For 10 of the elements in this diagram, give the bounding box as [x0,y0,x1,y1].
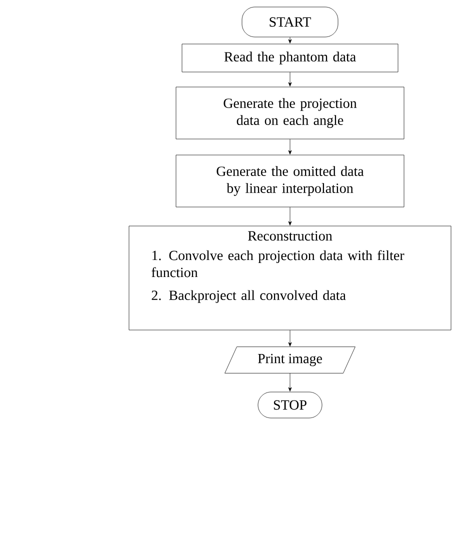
arrow [288,37,292,44]
process-box: Read the phantom data [182,44,398,72]
arrow [288,373,292,392]
process-box: Reconstruction 1. Convolve each projection data with filter function 2. Backproject all convolved data [128,226,452,330]
arrow [288,207,292,226]
process-box: Generate the projection data on each angle [176,86,404,140]
arrow [288,72,292,86]
process-box: Generate the omitted data by linear interpolation [176,154,404,208]
arrow [288,330,292,346]
arrow [288,139,292,154]
